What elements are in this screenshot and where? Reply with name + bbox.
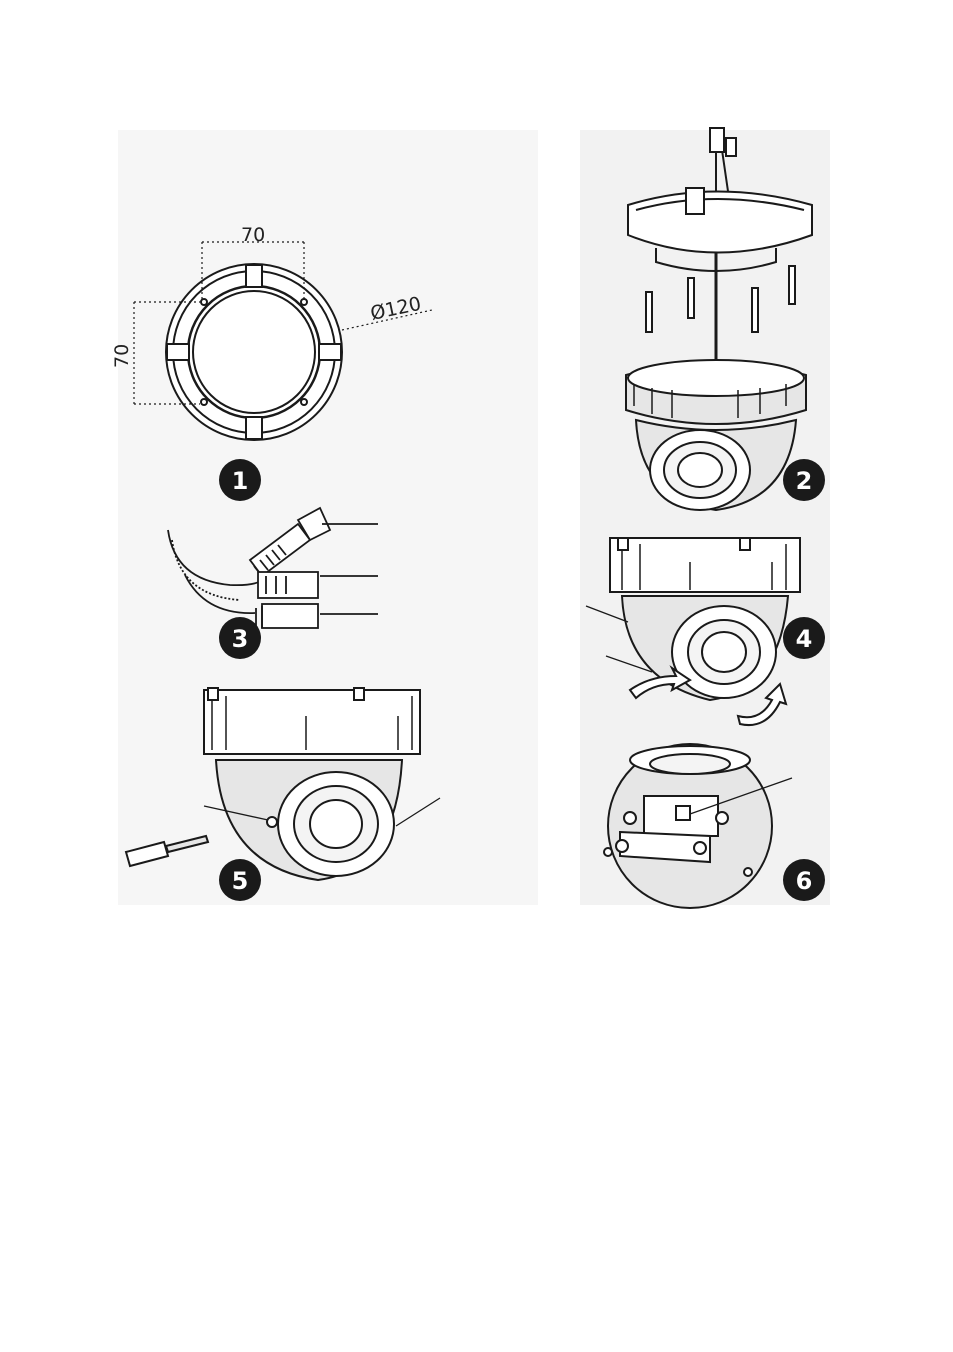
step-badge-3: 3: [219, 617, 261, 659]
dimension-width-label: 70: [241, 224, 265, 246]
dimension-height-label: 70: [111, 344, 133, 368]
panel-1-mounting-template: [133, 241, 433, 441]
step-badge-6: 6: [783, 859, 825, 901]
panel-6-module-view: [603, 743, 793, 909]
step-number-2: 2: [796, 467, 813, 495]
step-number-1: 1: [232, 467, 249, 495]
step-number-6: 6: [796, 867, 813, 895]
step-badge-4: 4: [783, 617, 825, 659]
panel-4-lens-adjust: [585, 537, 801, 726]
step-badge-1: 1: [219, 459, 261, 501]
step-number-4: 4: [796, 625, 813, 653]
panel-5-screw-fix: [124, 687, 441, 882]
step-number-5: 5: [232, 867, 249, 895]
panel-3-cables: [167, 506, 378, 629]
step-badge-5: 5: [219, 859, 261, 901]
step-number-3: 3: [232, 625, 249, 653]
step-badge-2: 2: [783, 459, 825, 501]
panel-2-exploded-view: [625, 127, 813, 512]
